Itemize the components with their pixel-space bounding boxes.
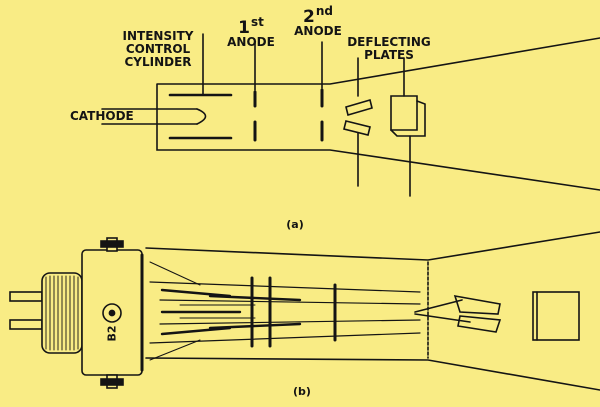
clamp-bands	[250, 276, 337, 348]
envelope-outline-a	[156, 37, 600, 191]
caption-a: (a)	[286, 218, 304, 231]
gun-leads	[149, 261, 256, 361]
intensity-label-line3: CYLINDER	[124, 55, 192, 69]
first-anode-label: 1st ANODE	[227, 16, 275, 49]
socket-mark-dot	[108, 309, 116, 317]
support-rods	[149, 281, 421, 344]
socket-mark-ring	[102, 303, 122, 323]
screw-top-head	[100, 240, 124, 248]
schematic-a	[101, 33, 600, 197]
cathode-label: CATHODE	[70, 109, 134, 123]
first-anode-ordinal: st	[250, 15, 264, 29]
intensity-label-line1: INTENSITY	[122, 29, 194, 43]
deflect-plate-box-side	[390, 100, 426, 137]
second-anode-label: 2nd ANODE	[294, 5, 342, 38]
envelope-outline-b	[145, 231, 600, 391]
pin-top	[9, 291, 43, 302]
plate-fan	[414, 294, 502, 333]
deflect-plate-lower	[343, 120, 371, 136]
deflecting-plates-label: DEFLECTING PLATES	[347, 36, 431, 62]
deflecting-label-line2: PLATES	[364, 48, 414, 62]
drawing-b	[9, 231, 600, 391]
cathode-loop	[196, 108, 207, 125]
caption-b: (b)	[293, 385, 311, 398]
intensity-label-line2: CONTROL	[125, 42, 191, 56]
deflect-plate-box	[390, 95, 418, 131]
deflecting-label-line1: DEFLECTING	[347, 35, 431, 49]
end-frame	[532, 291, 580, 341]
screw-bottom-head	[100, 378, 124, 386]
intensity-label: INTENSITY CONTROL CYLINDER	[123, 30, 194, 69]
second-anode-ordinal: nd	[315, 4, 333, 18]
socket-mark-text: B2	[105, 325, 119, 342]
knurl-lines	[45, 275, 79, 351]
deflect-plate-upper	[345, 98, 373, 117]
second-anode-word: ANODE	[294, 24, 342, 38]
second-anode-number: 2	[303, 7, 315, 27]
first-anode-word: ANODE	[227, 35, 275, 49]
gun-electrodes	[160, 288, 302, 336]
first-anode-number: 1	[238, 18, 250, 38]
pin-bottom	[9, 319, 43, 330]
